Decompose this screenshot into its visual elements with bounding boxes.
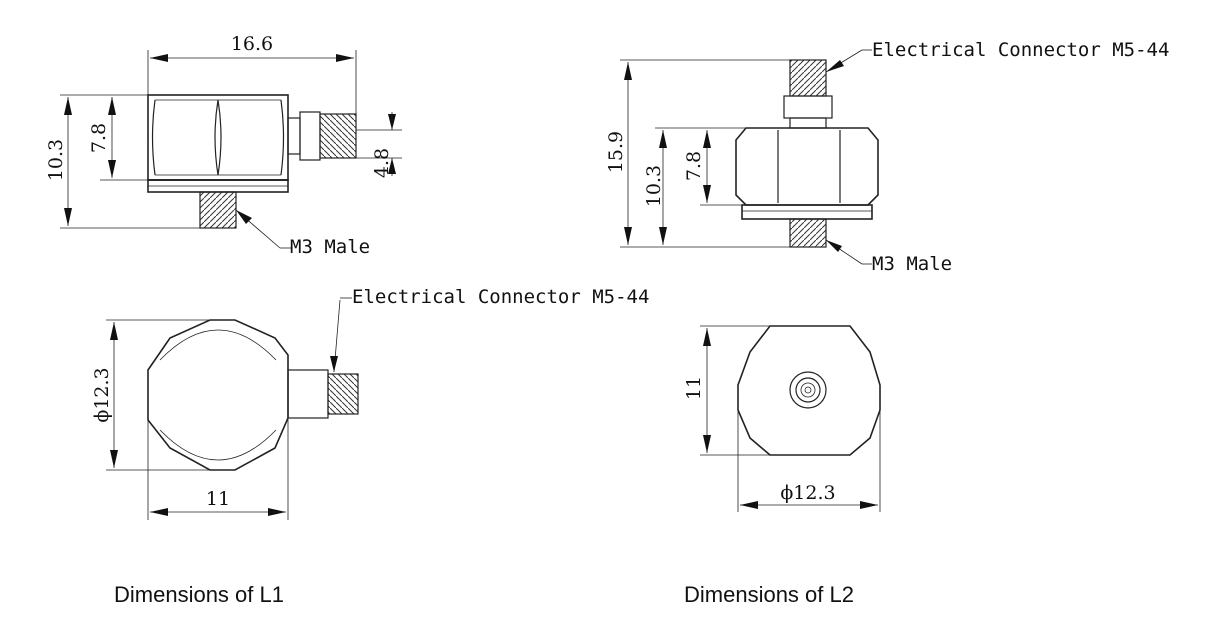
l1-dim-height-total: 10.3 bbox=[45, 139, 67, 181]
l1-dim-length: 16.6 bbox=[231, 33, 273, 55]
l2-body bbox=[735, 127, 879, 206]
l2-caption: Dimensions of L2 bbox=[684, 582, 854, 607]
l1-body bbox=[147, 94, 289, 181]
l1-hex-outline bbox=[147, 319, 289, 471]
l1-dim-connector: 4.8 bbox=[371, 148, 393, 178]
l2-connector-pin bbox=[804, 386, 812, 394]
l2-connector-thread bbox=[789, 59, 827, 97]
l1-caption: Dimensions of L1 bbox=[114, 582, 284, 607]
l2-mount-label: M3 Male bbox=[872, 253, 952, 275]
l2-hex-outline bbox=[737, 325, 881, 456]
l1-side-view: 16.6 10.3 7.8 4.8 M3 Male bbox=[45, 33, 402, 258]
l2-dim-diameter: ϕ12.3 bbox=[780, 482, 835, 504]
l2-m3-stud bbox=[789, 218, 827, 248]
l1-top-view: ϕ12.3 11 Electrical Connector M5-44 bbox=[91, 286, 649, 520]
l2-dim-body: 10.3 bbox=[643, 165, 665, 207]
l2-top-view: 11 ϕ12.3 bbox=[683, 325, 881, 512]
l1-connector-label: Electrical Connector M5-44 bbox=[352, 286, 649, 308]
l2-base-flange bbox=[741, 204, 873, 220]
l1-dim-diameter: ϕ12.3 bbox=[91, 367, 113, 422]
l2-connector-collar bbox=[789, 117, 827, 129]
l1-top-connector-collar bbox=[287, 369, 329, 419]
l1-dim-flat: 11 bbox=[206, 488, 230, 510]
l1-connector-thread bbox=[319, 113, 357, 159]
l2-connector-label: Electrical Connector M5-44 bbox=[872, 39, 1169, 61]
l2-side-view: 15.9 10.3 7.8 Electrical Connector M5-44… bbox=[605, 39, 1169, 275]
l2-dim-hex: 7.8 bbox=[683, 151, 705, 181]
l1-connector-collar bbox=[287, 117, 301, 155]
l1-mount-label: M3 Male bbox=[290, 236, 370, 258]
l2-connector-ring-outer bbox=[789, 371, 827, 409]
l2-dim-flat: 11 bbox=[683, 376, 705, 400]
l1-dim-hex: 7.8 bbox=[88, 123, 110, 153]
l1-m3-stud bbox=[199, 191, 237, 229]
l2-dim-total: 15.9 bbox=[605, 131, 627, 173]
l1-top-connector-thread bbox=[327, 373, 359, 415]
